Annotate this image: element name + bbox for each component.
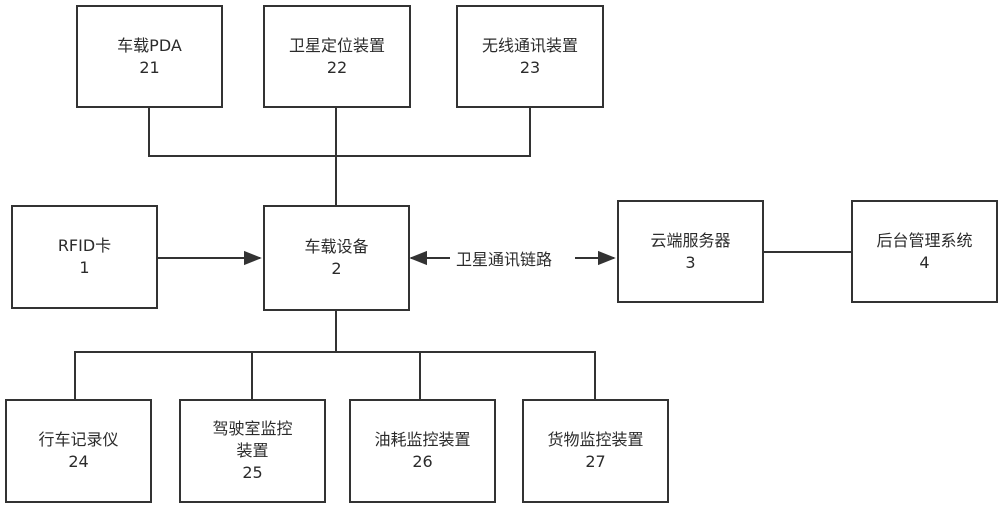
node-driving-recorder-name: 行车记录仪 xyxy=(38,430,119,449)
node-backend-system-name: 后台管理系统 xyxy=(876,230,973,250)
node-backend-system: 后台管理系统 4 xyxy=(851,200,998,303)
node-driving-recorder: 行车记录仪 24 xyxy=(5,399,152,503)
node-satellite-positioning-name: 卫星定位装置 xyxy=(288,35,385,55)
node-vehicle-device-name: 车载设备 xyxy=(304,237,369,256)
node-cloud-server-id: 3 xyxy=(685,252,696,272)
node-cabin-monitor-id: 25 xyxy=(242,463,263,482)
node-driving-recorder-id: 24 xyxy=(68,452,89,471)
node-fuel-monitor-name: 油耗监控装置 xyxy=(374,430,471,449)
node-cargo-monitor-id: 27 xyxy=(585,452,606,471)
node-rfid-card-name: RFID卡 xyxy=(57,236,112,255)
satellite-link-label: 卫星通讯链路 xyxy=(454,246,555,270)
node-cloud-server-name: 云端服务器 xyxy=(650,230,731,250)
node-vehicle-device-id: 2 xyxy=(331,259,342,278)
node-fuel-monitor-id: 26 xyxy=(412,452,433,471)
node-rfid-card: RFID卡 1 xyxy=(11,205,158,309)
node-cargo-monitor: 货物监控装置 27 xyxy=(522,399,669,503)
node-satellite-positioning: 卫星定位装置 22 xyxy=(263,5,411,108)
node-wireless-comm-name: 无线通讯装置 xyxy=(481,35,578,55)
node-wireless-comm-id: 23 xyxy=(519,57,541,77)
node-cloud-server: 云端服务器 3 xyxy=(617,200,764,303)
node-rfid-card-id: 1 xyxy=(79,258,90,277)
node-fuel-monitor: 油耗监控装置 26 xyxy=(349,399,496,503)
node-cargo-monitor-name: 货物监控装置 xyxy=(547,430,644,449)
node-vehicle-pda-id: 21 xyxy=(139,57,160,77)
node-vehicle-device: 车载设备 2 xyxy=(263,205,410,311)
node-vehicle-pda-name: 车载PDA xyxy=(117,35,182,55)
node-wireless-comm: 无线通讯装置 23 xyxy=(456,5,604,108)
node-cabin-monitor: 驾驶室监控 装置 25 xyxy=(179,399,326,503)
node-satellite-positioning-id: 22 xyxy=(326,57,348,77)
node-cabin-monitor-name-line1: 驾驶室监控 xyxy=(212,419,293,438)
node-cabin-monitor-name-line2: 装置 xyxy=(236,441,269,460)
node-vehicle-pda: 车载PDA 21 xyxy=(76,5,223,108)
node-backend-system-id: 4 xyxy=(919,252,930,272)
